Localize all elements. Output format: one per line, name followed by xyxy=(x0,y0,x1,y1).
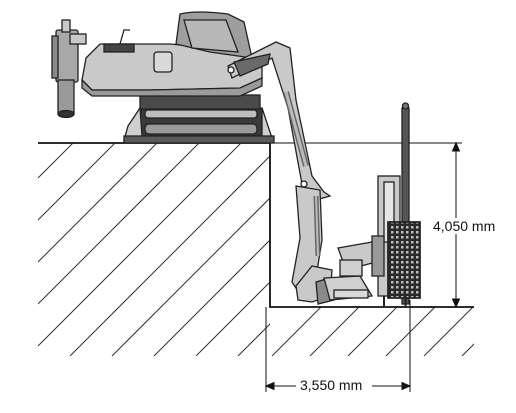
ground xyxy=(38,142,474,356)
drilling-mast xyxy=(337,102,421,306)
lower-ground-hatch xyxy=(271,307,474,356)
upper-structure xyxy=(81,11,263,97)
height-dimension-label: 4,050 mm xyxy=(431,218,498,234)
undercarriage xyxy=(123,94,275,144)
drill-head xyxy=(51,19,87,119)
reach-dimension-label: 3,550 mm xyxy=(298,377,365,393)
boom xyxy=(227,41,332,201)
bucket-linkage xyxy=(295,265,374,305)
reach-dimension xyxy=(264,300,412,392)
upper-ground-hatch xyxy=(38,143,270,356)
